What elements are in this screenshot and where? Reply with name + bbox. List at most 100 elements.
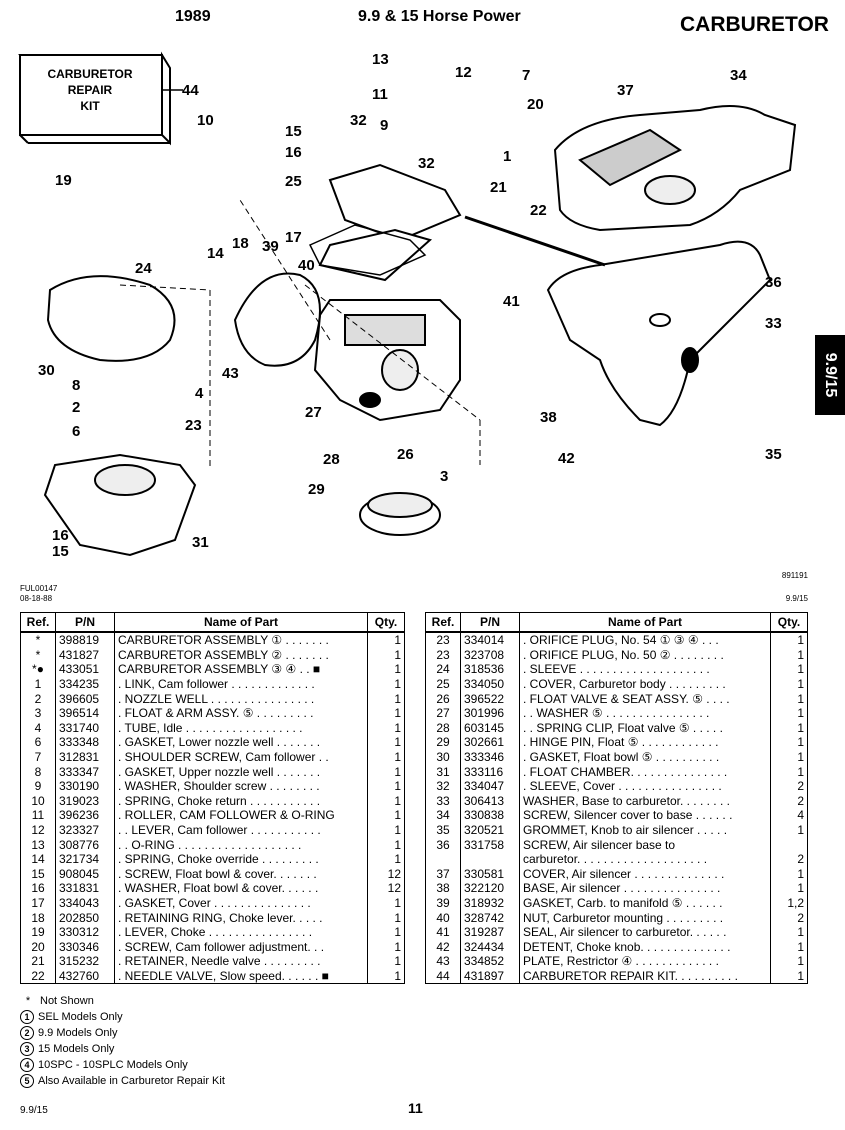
cell-ref: 17 bbox=[20, 895, 56, 911]
callout-16b: 16 bbox=[52, 527, 69, 544]
carburetor-body-drawing bbox=[313, 299, 461, 422]
cell-pn: 396522 bbox=[460, 691, 520, 706]
cell-pn: 333348 bbox=[55, 735, 115, 750]
cell-ref: 33 bbox=[425, 793, 461, 809]
carburetor-cover-drawing bbox=[318, 163, 462, 282]
kit-label-line-1: CARBURETOR bbox=[47, 67, 132, 81]
cell-ref: 24 bbox=[425, 662, 461, 677]
cell-name: . SCREW, Float bowl & cover. . . . . . . bbox=[114, 866, 368, 882]
cell-pn: 333346 bbox=[460, 749, 520, 765]
callout-30: 30 bbox=[38, 362, 55, 379]
cell-pn: 432760 bbox=[55, 968, 115, 985]
cell-ref: 6 bbox=[20, 735, 56, 750]
cell-name: GASKET, Carb. to manifold ⑤ . . . . . . bbox=[519, 895, 771, 911]
cell-qty: 1 bbox=[770, 647, 808, 663]
footnote: *Not Shown bbox=[20, 993, 225, 1009]
cell-qty: 1 bbox=[770, 691, 808, 706]
cell-ref: 25 bbox=[425, 676, 461, 692]
cell-pn: 319287 bbox=[460, 924, 520, 940]
cell-qty: 1 bbox=[367, 793, 405, 809]
cell-ref: 7 bbox=[20, 749, 56, 765]
cell-qty: 1 bbox=[367, 851, 405, 867]
callout-44: 44 bbox=[182, 82, 199, 99]
cell-ref: 15 bbox=[20, 866, 56, 882]
callout-27: 27 bbox=[305, 404, 322, 421]
col-pn: P/N bbox=[460, 612, 520, 633]
callout-11: 11 bbox=[372, 86, 388, 103]
cell-qty: 1 bbox=[770, 866, 808, 882]
table-row: carburetor. . . . . . . . . . . . . . . … bbox=[425, 851, 808, 867]
callout-32: 32 bbox=[350, 112, 367, 129]
cell-name: BASE, Air silencer . . . . . . . . . . .… bbox=[519, 881, 771, 896]
cell-name: . FLOAT CHAMBER. . . . . . . . . . . . .… bbox=[519, 764, 771, 779]
repair-kit-box: CARBURETOR REPAIR KIT bbox=[18, 51, 183, 146]
col-qty: Qty. bbox=[770, 612, 808, 633]
cell-name: SEAL, Air silencer to carburetor. . . . … bbox=[519, 924, 771, 940]
cell-name: . GASKET, Upper nozzle well . . . . . . … bbox=[114, 764, 368, 779]
cell-pn: 301996 bbox=[460, 705, 520, 721]
cell-ref: *● bbox=[20, 662, 56, 677]
cell-ref: 2 bbox=[20, 691, 56, 706]
cell-pn: 321734 bbox=[55, 851, 115, 867]
callout-8: 8 bbox=[72, 377, 80, 394]
footnote-mark: 3 bbox=[20, 1042, 34, 1056]
cell-qty: 1 bbox=[367, 720, 405, 736]
cell-ref: * bbox=[20, 647, 56, 663]
footnote-text: Also Available in Carburetor Repair Kit bbox=[38, 1075, 225, 1087]
callout-25: 25 bbox=[285, 173, 302, 190]
cell-ref: 23 bbox=[425, 647, 461, 663]
cell-ref: 12 bbox=[20, 822, 56, 838]
cell-name: COVER, Air silencer . . . . . . . . . . … bbox=[519, 866, 771, 882]
cell-name: . SCREW, Cam follower adjustment. . . bbox=[114, 939, 368, 955]
cell-pn: 331831 bbox=[55, 881, 115, 896]
cell-pn: 312831 bbox=[55, 749, 115, 765]
cell-qty: 1 bbox=[367, 749, 405, 765]
cell-name: . . O-RING . . . . . . . . . . . . . . .… bbox=[114, 837, 368, 852]
callout-19: 19 bbox=[55, 172, 72, 189]
cell-pn: 334043 bbox=[55, 895, 115, 911]
cell-pn: 320521 bbox=[460, 822, 520, 838]
air-silencer-base-drawing bbox=[546, 240, 772, 427]
kit-label-line-2: REPAIR bbox=[68, 83, 113, 97]
cell-name: GROMMET, Knob to air silencer . . . . . bbox=[519, 822, 771, 838]
cell-ref: 16 bbox=[20, 881, 56, 896]
cell-pn: 306413 bbox=[460, 793, 520, 809]
cell-name: . TUBE, Idle . . . . . . . . . . . . . .… bbox=[114, 720, 368, 736]
cell-pn: 324434 bbox=[460, 939, 520, 955]
callout-22: 22 bbox=[530, 202, 547, 219]
footnote-text: 9.9 Models Only bbox=[38, 1027, 118, 1039]
cell-qty: 2 bbox=[770, 910, 808, 925]
callout-14: 14 bbox=[207, 245, 224, 262]
cell-ref: 36 bbox=[425, 837, 461, 852]
cell-name: CARBURETOR ASSEMBLY ① . . . . . . . bbox=[114, 632, 368, 648]
callout-labels: 44 10 19 24 14 18 39 17 40 43 15 16 25 3… bbox=[38, 51, 782, 560]
cell-qty: 1 bbox=[367, 939, 405, 955]
cell-qty: 1 bbox=[367, 778, 405, 794]
cell-qty: 1 bbox=[367, 968, 405, 985]
cell-ref: 30 bbox=[425, 749, 461, 765]
